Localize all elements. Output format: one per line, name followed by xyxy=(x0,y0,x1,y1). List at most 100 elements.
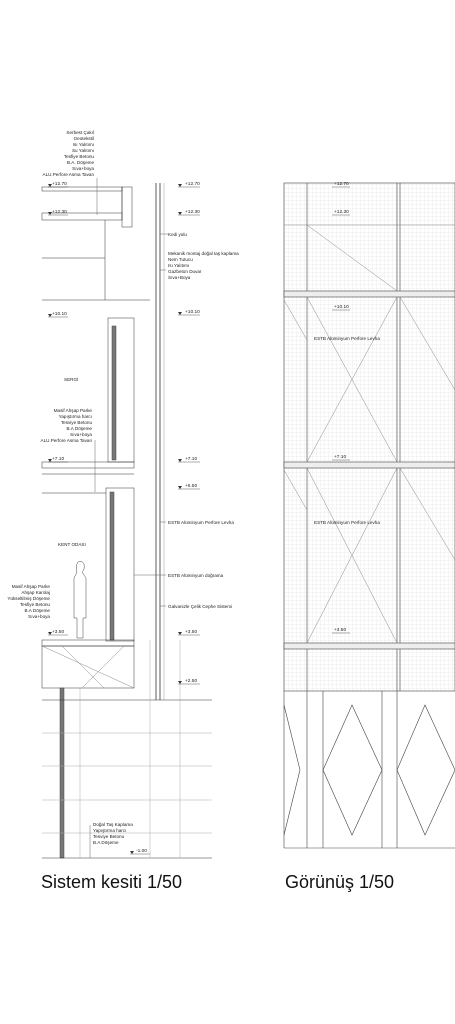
level-mark xyxy=(48,459,52,462)
gallery-floor-layer: Yapıştırma harcı xyxy=(59,414,92,419)
kent-glazing xyxy=(109,491,115,641)
wall-layer: Mekanik montaj doğal taş kaplama xyxy=(168,251,239,256)
elev-level-label: +7.10 xyxy=(334,454,346,460)
level-mark xyxy=(178,681,182,684)
floor-band xyxy=(283,461,455,469)
bracing xyxy=(283,224,455,644)
ground-layer: Tesviye Betonu xyxy=(93,834,125,839)
level-mark xyxy=(48,184,52,187)
raised-floor-block xyxy=(41,645,135,689)
gallery-floor-layer: Masif Ahşap Parke xyxy=(54,408,93,413)
elev-level-label: +10.10 xyxy=(334,304,349,310)
ground-glazing xyxy=(59,687,65,859)
level-mark xyxy=(178,212,182,215)
wall-layer: Isı Yalıtımı xyxy=(168,263,189,268)
roof-layer: Geotekstil xyxy=(74,136,94,141)
section-level-marks xyxy=(48,184,182,854)
elevation-title: Görünüş 1/50 xyxy=(285,872,395,892)
elev-level-label: +12.30 xyxy=(334,209,349,215)
roof-layer: Su Yalıtımı xyxy=(72,148,94,153)
callout-celik: Galvanizle Çelik Cephe Sistemi xyxy=(168,604,232,609)
level-label: +10.10 xyxy=(185,309,200,315)
roof-layer-list: Serbest Çakıl Geotekstil Isı Yalıtımı Su… xyxy=(43,130,95,177)
sergi-window-frame xyxy=(107,317,135,463)
level-label: +12.30 xyxy=(52,209,67,215)
level-label: +2.50 xyxy=(185,678,197,684)
gallery-slab xyxy=(41,461,135,469)
section-drawing xyxy=(41,178,212,859)
kent-window-frame xyxy=(105,487,135,642)
glass-diamond xyxy=(322,704,383,836)
gallery-floor-layer: ALU.Perfore Asma Tavan xyxy=(41,438,93,443)
level-mark xyxy=(178,459,182,462)
level-mark xyxy=(178,312,182,315)
gallery-floor-layer: Tesviye Betonu xyxy=(61,420,93,425)
ground-layer: Yapıştırma harcı xyxy=(93,828,126,833)
sergi-glazing xyxy=(111,325,117,461)
roof-slab xyxy=(41,186,123,192)
roof-layer: Tesfiye Betonu xyxy=(64,154,95,159)
kent-floor-layer: B.A Döşeme xyxy=(24,608,50,613)
section-title: Sistem kesiti 1/50 xyxy=(41,872,183,892)
level-mark xyxy=(178,184,182,187)
kent-floor-layer: Tesfiye Betonu xyxy=(20,602,51,607)
hatch-diag-3 xyxy=(81,645,125,689)
room-label-sergi: SERGİ xyxy=(64,376,78,382)
wall-layer-list: Mekanik montaj doğal taş kaplama Nem Tut… xyxy=(168,251,239,280)
elev-level-label: +3.50 xyxy=(334,627,346,633)
level-label: +7.10 xyxy=(185,456,197,462)
callout-perfore: ESTB Alüminyum Perfore Levha xyxy=(168,520,234,525)
level-mark xyxy=(178,486,182,489)
kent-floor-layer: Masif Ahşap Parke xyxy=(12,584,51,589)
kent-floor-layer: Ahşap Karolaj xyxy=(21,590,50,595)
kent-floor-layer: Yükseltilmiş Döşeme xyxy=(7,596,50,601)
human-figure xyxy=(73,561,87,639)
gallery-floor-layer: Sıva+boya xyxy=(70,432,92,437)
level-mark xyxy=(48,632,52,635)
level-mark xyxy=(130,851,134,854)
level-label: +12.70 xyxy=(52,181,67,187)
level-label: +3.50 xyxy=(52,629,64,635)
level-label: +6.50 xyxy=(185,483,197,489)
roof-layer: Isı Yalıtımı xyxy=(73,142,94,147)
glass-diamond xyxy=(283,704,301,836)
elev-level-label: +12.70 xyxy=(334,181,349,187)
roof-layer: ALU.Perfore Asma Tavan xyxy=(43,172,95,177)
room-label-kent-odasi: KENT ODASI xyxy=(58,542,86,547)
level-label: +10.10 xyxy=(52,311,67,317)
floor-band xyxy=(283,642,455,650)
ground-layer: Doğal Taş Kaplama xyxy=(93,822,133,827)
roof-layer: Sıva+boya xyxy=(72,166,94,171)
ground-elevation xyxy=(283,691,455,849)
elev-panel-label: ESTB Alüminyum Perfore Levha xyxy=(314,520,380,525)
roof-layer: Serbest Çakıl xyxy=(66,130,94,135)
ground-layer: B.A Döşeme xyxy=(93,840,119,845)
level-mark xyxy=(48,314,52,317)
roof-layer: B.A. Döşeme xyxy=(67,160,95,165)
hatch-diag-2 xyxy=(61,645,105,689)
level-lines xyxy=(48,186,200,855)
wall-layer: Gazbeton Duvar xyxy=(168,269,202,274)
level-mark xyxy=(48,212,52,215)
gallery-floor-layer: B.A Döşeme xyxy=(66,426,92,431)
level-mark xyxy=(178,632,182,635)
wall-layer: Sıva+Boya xyxy=(168,275,191,280)
elevation-level-lines xyxy=(332,186,350,634)
floor-band xyxy=(283,290,455,298)
kent-floor-layer-list: Masif Ahşap Parke Ahşap Karolaj Yükselti… xyxy=(7,584,50,619)
kent-floor-layer: Sıva+boya xyxy=(28,614,50,619)
level-label: +3.50 xyxy=(185,629,197,635)
level-label: +12.70 xyxy=(185,181,200,187)
wall-layer: Nem Tutucu xyxy=(168,257,193,262)
gallery-floor-layer-list: Masif Ahşap Parke Yapıştırma harcı Tesvi… xyxy=(41,408,93,443)
level-label: +7.10 xyxy=(52,456,64,462)
ground-layer-list: Doğal Taş Kaplama Yapıştırma harcı Tesvi… xyxy=(93,822,133,845)
elev-panel-label: ESTB Alüminyum Perfore Levha xyxy=(314,336,380,341)
perforated-facade xyxy=(283,182,455,692)
glass-diamond xyxy=(396,704,455,836)
elevation-drawing xyxy=(283,182,455,849)
level-label: -1.00 xyxy=(136,848,147,854)
callout-kedi-yolu: Kedi yolu xyxy=(168,232,187,237)
hatch-diag-1 xyxy=(41,645,135,689)
